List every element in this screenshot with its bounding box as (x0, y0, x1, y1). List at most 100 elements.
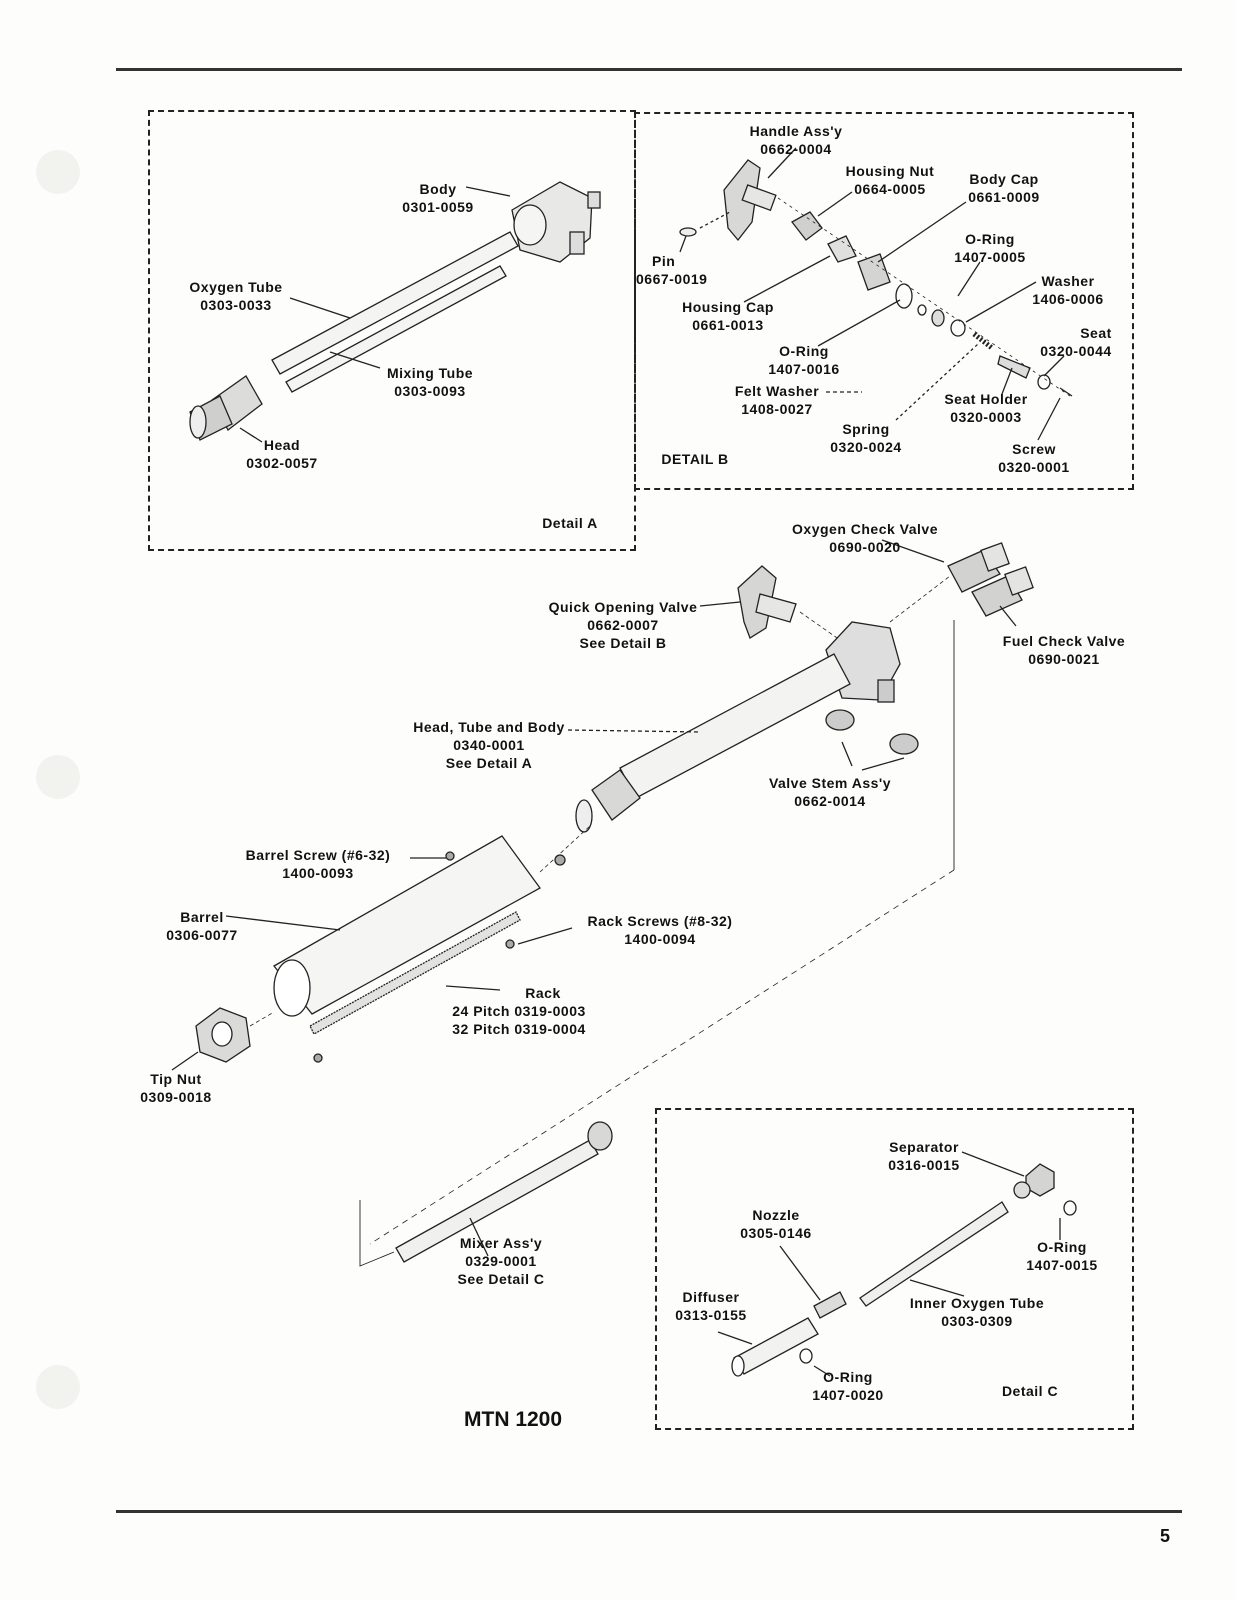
part-name: Mixing Tube (386, 365, 474, 381)
detail-c-separator (1013, 1163, 1055, 1199)
label-oxygen-check-valve: Oxygen Check Valve 0690-0020 (780, 520, 950, 556)
label-head-tube-body: Head, Tube and Body 0340-0001 See Detail… (412, 718, 566, 772)
detail-b-caption: DETAIL B (661, 451, 729, 467)
part-name: Screw (1012, 441, 1056, 457)
part-number: 0662-0014 (794, 793, 866, 809)
detail-b-seat (1037, 374, 1051, 390)
part-number: 32 Pitch 0319-0004 (452, 1021, 586, 1037)
detail-b-washer (950, 319, 966, 337)
label-housing-cap: Housing Cap 0661-0013 (668, 298, 788, 334)
part-number: 1407-0005 (954, 249, 1026, 265)
rack-part (309, 911, 521, 1035)
model-title: MTN 1200 (464, 1408, 563, 1431)
part-name: Valve Stem Ass'y (768, 775, 892, 791)
part-name: Tip Nut (150, 1071, 202, 1087)
punch-hole (36, 150, 80, 194)
part-note: See Detail A (445, 755, 533, 771)
part-name: Barrel Screw (#6-32) (245, 847, 391, 863)
part-number: 0690-0020 (829, 539, 901, 555)
part-name: O-Ring (965, 231, 1015, 247)
label-head: Head 0302-0057 (222, 436, 342, 472)
label-washer: Washer 1406-0006 (1016, 272, 1120, 308)
label-separator: Separator 0316-0015 (864, 1138, 984, 1174)
part-name: Handle Ass'y (749, 123, 843, 139)
label-body-cap: Body Cap 0661-0009 (944, 170, 1064, 206)
part-name: Housing Nut (845, 163, 935, 179)
part-number: 0306-0077 (166, 927, 238, 943)
part-number: 0303-0033 (200, 297, 272, 313)
label-housing-nut: Housing Nut 0664-0005 (830, 162, 950, 198)
part-number: 1407-0015 (1026, 1257, 1098, 1273)
part-number: 0309-0018 (140, 1089, 212, 1105)
label-barrel-screw: Barrel Screw (#6-32) 1400-0093 (230, 846, 406, 882)
part-note: See Detail C (457, 1271, 545, 1287)
detail-c-o-ring-upper (1063, 1200, 1077, 1216)
label-screw: Screw 0320-0001 (974, 440, 1094, 476)
part-number: 0661-0013 (692, 317, 764, 333)
part-name: O-Ring (1037, 1239, 1087, 1255)
label-rack-screws: Rack Screws (#8-32) 1400-0094 (574, 912, 746, 948)
part-number: 0662-0004 (760, 141, 832, 157)
part-name: Rack Screws (#8-32) (587, 913, 733, 929)
quick-opening-valve-part (737, 565, 797, 639)
tip-nut-part (195, 1007, 251, 1063)
part-number: 0313-0155 (675, 1307, 747, 1323)
label-pin: Pin 0667-0019 (636, 252, 726, 288)
part-number: 0690-0021 (1028, 651, 1100, 667)
label-body: Body 0301-0059 (378, 180, 498, 216)
label-valve-stem: Valve Stem Ass'y 0662-0014 (760, 774, 900, 810)
part-number: 0340-0001 (453, 737, 525, 753)
label-tip-nut: Tip Nut 0309-0018 (124, 1070, 228, 1106)
part-number: 1407-0020 (812, 1387, 884, 1403)
detail-a-caption: Detail A (542, 515, 598, 531)
part-name: Fuel Check Valve (1002, 633, 1126, 649)
label-seat: Seat 0320-0044 (1026, 324, 1126, 360)
part-number: 1400-0094 (624, 931, 696, 947)
detail-b-body-cap (857, 253, 891, 291)
part-name: Felt Washer (734, 383, 820, 399)
part-number: 0320-0044 (1040, 343, 1112, 359)
part-number: 0329-0001 (465, 1253, 537, 1269)
detail-b-o-ring (895, 283, 913, 309)
part-name: Body Cap (969, 171, 1039, 187)
detail-b-screw (1059, 387, 1073, 397)
label-quick-opening-valve: Quick Opening Valve 0662-0007 See Detail… (548, 598, 698, 652)
part-name: Body (419, 181, 457, 197)
label-seat-holder: Seat Holder 0320-0003 (926, 390, 1046, 426)
punch-hole (36, 755, 80, 799)
part-number: 0320-0024 (830, 439, 902, 455)
detail-c-inner-oxygen-tube (859, 1201, 1009, 1307)
part-number: 0316-0015 (888, 1157, 960, 1173)
detail-c-diffuser (733, 1317, 819, 1375)
label-o-ring-1407-0016: O-Ring 1407-0016 (744, 342, 864, 378)
page-number: 5 (1160, 1526, 1171, 1546)
label-felt-washer: Felt Washer 1408-0027 (724, 382, 830, 418)
part-number: 0302-0057 (246, 455, 318, 471)
mixer-part (395, 1139, 599, 1263)
label-handle: Handle Ass'y 0662-0004 (736, 122, 856, 158)
part-number: 0664-0005 (854, 181, 926, 197)
part-name: Inner Oxygen Tube (909, 1295, 1045, 1311)
detail-c-o-ring-lower (799, 1348, 813, 1364)
detail-b-seat-holder (997, 355, 1031, 379)
part-name: Oxygen Check Valve (792, 521, 938, 537)
part-number: 0320-0003 (950, 409, 1022, 425)
label-diffuser: Diffuser 0313-0155 (656, 1288, 766, 1324)
label-o-ring-1407-0005: O-Ring 1407-0005 (930, 230, 1050, 266)
part-name: O-Ring (823, 1369, 873, 1385)
label-fuel-check-valve: Fuel Check Valve 0690-0021 (996, 632, 1132, 668)
part-number: 1407-0016 (768, 361, 840, 377)
label-mixing-tube: Mixing Tube 0303-0093 (370, 364, 490, 400)
bottom-rule (116, 1510, 1182, 1513)
label-inner-oxygen-tube: Inner Oxygen Tube 0303-0309 (902, 1294, 1052, 1330)
label-spring: Spring 0320-0024 (806, 420, 926, 456)
part-name: Seat (1080, 325, 1112, 341)
part-number: 24 Pitch 0319-0003 (452, 1003, 586, 1019)
part-number: 0667-0019 (636, 271, 708, 287)
detail-b-box (634, 112, 1134, 490)
part-name: Seat Holder (944, 391, 1028, 407)
label-barrel: Barrel 0306-0077 (150, 908, 254, 944)
detail-b-handle (723, 159, 777, 242)
detail-b-housing-cap (827, 235, 857, 263)
part-name: Head (263, 437, 301, 453)
